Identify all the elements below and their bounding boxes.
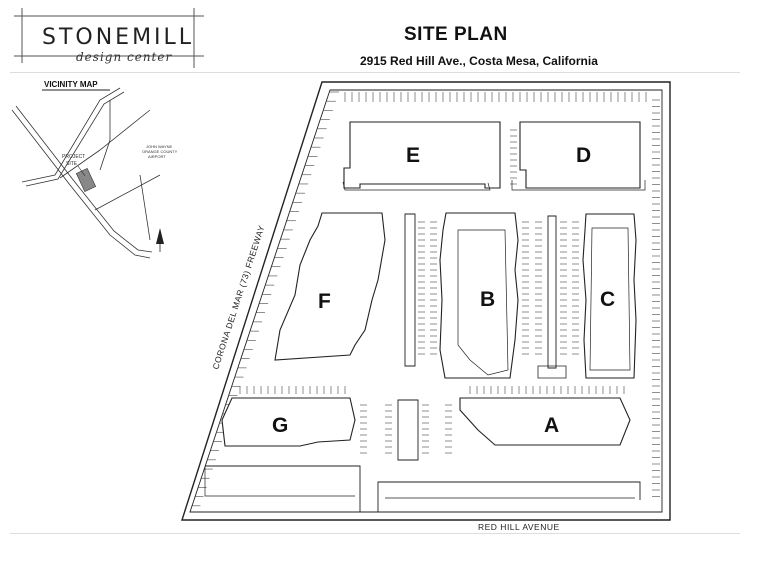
avenue-label: RED HILL AVENUE (478, 522, 560, 532)
logo-frame (14, 8, 204, 68)
header-divider (10, 72, 740, 73)
map-airport-label-2: ORANGE COUNTY (142, 149, 178, 154)
site-address: 2915 Red Hill Ave., Costa Mesa, Californ… (360, 54, 598, 68)
brand-name: STONEMILL (42, 25, 195, 50)
building-g (221, 397, 356, 447)
building-e (343, 121, 501, 189)
building-f (274, 212, 386, 361)
parking-bay-bottom-right (377, 481, 641, 512)
median-right (547, 215, 557, 369)
building-label-d: D (576, 144, 591, 167)
map-airport-label-3: AIRPORT (148, 154, 166, 159)
page-title: SITE PLAN (404, 24, 508, 45)
building-label-e: E (406, 144, 420, 167)
building-label-f: F (318, 290, 331, 313)
map-airport-label-1: JOHN WAYNE (146, 144, 173, 149)
stonemill-logo: STONEMILL design center (14, 8, 204, 68)
building-label-g: G (272, 414, 288, 437)
median-left (404, 213, 416, 367)
building-label-c: C (600, 288, 615, 311)
building-d (519, 121, 641, 189)
north-arrow-icon (156, 228, 164, 252)
building-label-a: A (544, 414, 559, 437)
building-a (459, 397, 631, 446)
vicinity-map-title: VICINITY MAP (44, 80, 98, 89)
map-project-label-2: SITE (66, 161, 78, 167)
building-c (582, 213, 637, 379)
parking-bay-bottom-left (205, 465, 361, 512)
brand-subtitle: design center (76, 50, 173, 64)
map-project-label-1: PROJECT (62, 154, 85, 160)
building-label-b: B (480, 288, 495, 311)
site-inner-boundary (189, 89, 663, 513)
building-b (439, 212, 519, 379)
footer-divider (10, 533, 740, 534)
